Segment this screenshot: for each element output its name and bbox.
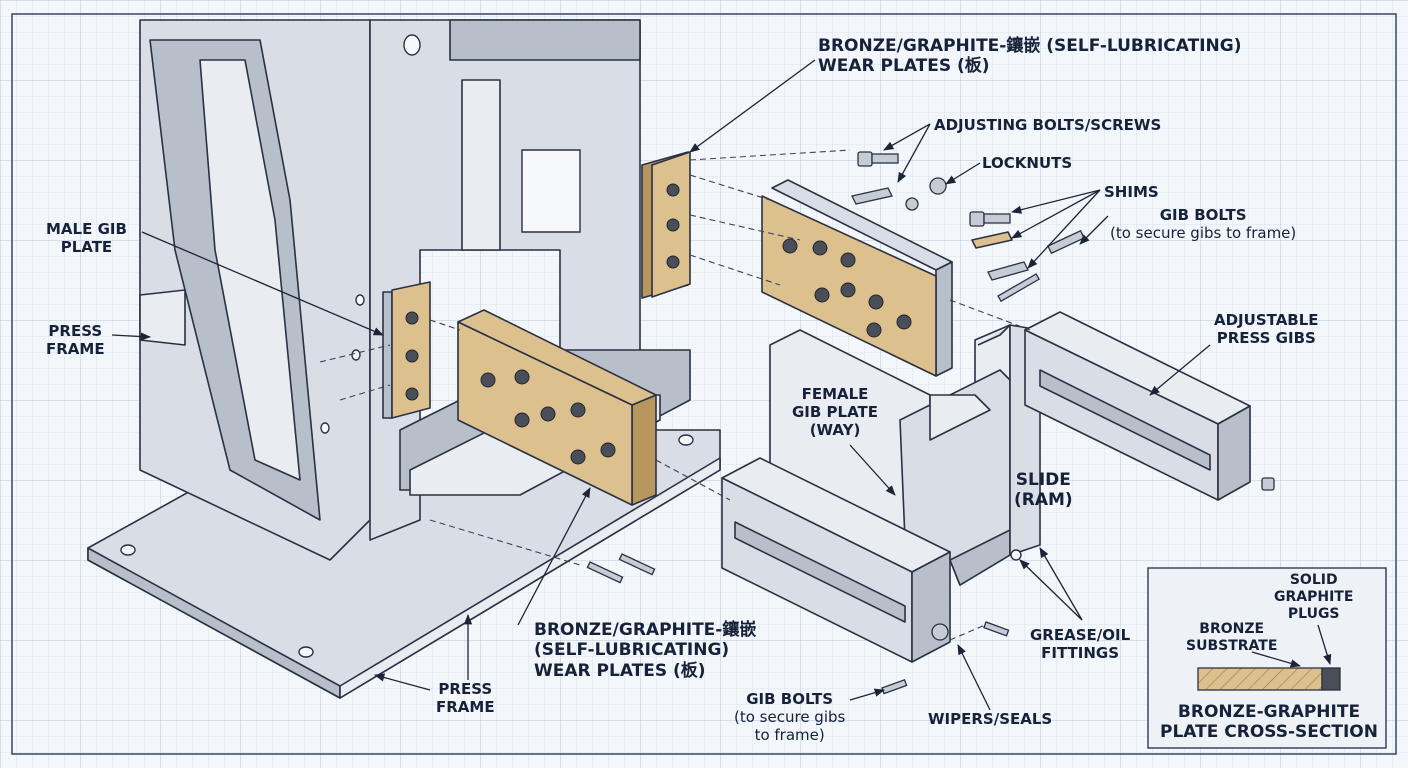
label-grease-fittings: GREASE/OIL FITTINGS xyxy=(1030,626,1130,662)
label-wear-plates-top-line1: BRONZE/GRAPHITE-鑲嵌 (SELF-LUBRICATING) xyxy=(818,36,1242,56)
cross-section-inset xyxy=(1147,567,1387,749)
label-press-frame-bottom-line2: FRAME xyxy=(436,698,495,716)
adjustable-gib-bottom xyxy=(721,457,951,663)
label-inset-substrate: BRONZE SUBSTRATE xyxy=(1186,621,1277,655)
inset-bronze-substrate xyxy=(1197,667,1323,691)
label-wear-plates-top: BRONZE/GRAPHITE-鑲嵌 (SELF-LUBRICATING) WE… xyxy=(818,36,1241,77)
label-male-gib-plate: MALE GIB PLATE xyxy=(46,220,127,256)
label-inset-caption-line1: BRONZE-GRAPHITE xyxy=(1177,702,1361,722)
label-female-gib-line2: GIB PLATE xyxy=(792,403,879,421)
label-press-frame-bottom: PRESS FRAME xyxy=(436,680,495,716)
label-wipers-seals: WIPERS/SEALS xyxy=(928,710,1053,728)
label-wear-plates-bottom-line2: (SELF-LUBRICATING) xyxy=(534,640,730,661)
label-inset-substrate-line2: SUBSTRATE xyxy=(1186,637,1278,654)
male-gib-plate xyxy=(382,281,431,419)
label-gib-bolts-top-note: (to secure gibs to frame) xyxy=(1110,224,1297,242)
adjustable-gib-right xyxy=(1024,311,1251,501)
label-male-gib-line1: MALE GIB xyxy=(46,220,127,238)
label-wear-plates-bottom-line1: BRONZE/GRAPHITE-鑲嵌 xyxy=(534,620,757,640)
label-press-frame-left-line1: PRESS xyxy=(48,322,103,340)
label-wear-plates-bottom: BRONZE/GRAPHITE-鑲嵌 (SELF-LUBRICATING) WE… xyxy=(534,620,756,681)
wear-plate-bottom-large xyxy=(457,309,657,506)
label-inset-caption: BRONZE-GRAPHITE PLATE CROSS-SECTION xyxy=(1160,702,1378,743)
label-inset-plugs-line2: GRAPHITE xyxy=(1274,588,1354,605)
label-adjustable-gibs-line1: ADJUSTABLE xyxy=(1214,311,1319,329)
label-inset-caption-line2: PLATE CROSS-SECTION xyxy=(1160,722,1378,743)
leader-lines xyxy=(111,59,1211,711)
label-adjustable-gibs: ADJUSTABLE PRESS GIBS xyxy=(1214,311,1319,347)
label-gib-bolts-top-title: GIB BOLTS xyxy=(1159,206,1247,224)
label-grease-line1: GREASE/OIL xyxy=(1030,626,1131,644)
sheet-border xyxy=(11,13,1397,755)
label-press-frame-bottom-line1: PRESS xyxy=(438,680,493,698)
label-gib-bolts-bottom-line2: (to secure gibs xyxy=(734,708,846,726)
label-adjustable-gibs-line2: PRESS GIBS xyxy=(1216,329,1316,347)
label-gib-bolts-bottom-line3: to frame) xyxy=(754,726,825,744)
label-inset-plugs-line3: PLUGS xyxy=(1287,605,1340,622)
label-female-gib-line1: FEMALE xyxy=(801,385,869,403)
wear-plate-top-small xyxy=(641,151,691,299)
label-locknuts: LOCKNUTS xyxy=(982,154,1073,172)
label-slide-line1: SLIDE xyxy=(1015,470,1071,490)
label-gib-bolts-bottom-line1: GIB BOLTS xyxy=(746,690,834,708)
wear-plate-floating xyxy=(761,179,953,377)
label-gib-bolts-bottom: GIB BOLTS (to secure gibs to frame) xyxy=(734,690,845,744)
hardware xyxy=(586,151,1275,695)
label-inset-plugs: SOLID GRAPHITE PLUGS xyxy=(1274,572,1353,622)
label-female-gib-plate: FEMALE GIB PLATE (WAY) xyxy=(792,385,878,439)
label-inset-substrate-line1: BRONZE xyxy=(1199,621,1265,637)
label-wear-plates-bottom-line3: WEAR PLATES (板) xyxy=(534,660,706,681)
label-slide-line2: (RAM) xyxy=(1014,490,1073,511)
inset-graphite-plug xyxy=(1321,667,1341,691)
label-wear-plates-top-line2: WEAR PLATES (板) xyxy=(818,56,990,77)
label-shims: SHIMS xyxy=(1104,183,1159,201)
label-female-gib-line3: (WAY) xyxy=(809,421,861,439)
label-press-frame-left: PRESS FRAME xyxy=(46,322,105,358)
label-gib-bolts-top: GIB BOLTS (to secure gibs to frame) xyxy=(1110,206,1296,242)
label-press-frame-left-line2: FRAME xyxy=(46,340,105,358)
label-slide-ram: SLIDE (RAM) xyxy=(1014,470,1073,511)
label-adjusting-bolts: ADJUSTING BOLTS/SCREWS xyxy=(934,116,1162,134)
label-inset-plugs-line1: SOLID xyxy=(1289,572,1338,588)
alignment-lines xyxy=(319,149,1031,641)
label-male-gib-line2: PLATE xyxy=(60,238,113,256)
label-grease-line2: FITTINGS xyxy=(1041,644,1120,662)
